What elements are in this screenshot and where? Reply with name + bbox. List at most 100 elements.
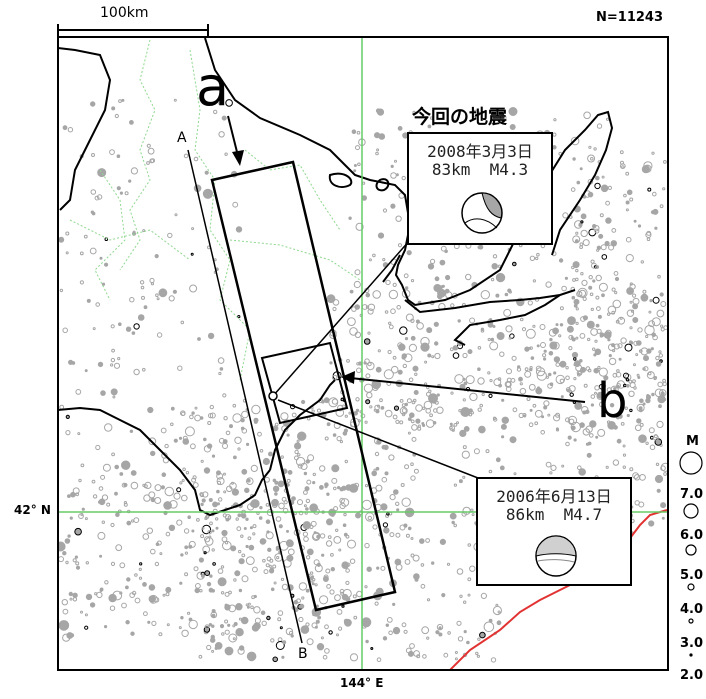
epicenter-dot [130, 631, 135, 636]
epicenter-dot [428, 393, 438, 404]
epicenter-dot [456, 568, 464, 575]
epicenter-dot [552, 327, 559, 335]
epicenter-dot [341, 604, 345, 608]
epicenter-dot [111, 452, 115, 457]
epicenter-dot [454, 374, 464, 384]
epicenter-dot [278, 524, 283, 529]
epicenter-dot [326, 492, 330, 496]
epicenter-dot [392, 355, 397, 360]
epicenter-dot [583, 383, 588, 388]
epicenter-dot [534, 409, 543, 418]
epicenter-dot [629, 300, 633, 304]
epicenter-dot [453, 483, 457, 487]
epicenter-dot [277, 617, 282, 622]
epicenter-dot [605, 217, 612, 224]
epicenter-dot [454, 651, 458, 654]
epicenter-dot [327, 535, 332, 539]
epicenter-dot [300, 625, 310, 634]
epicenter-dot [564, 276, 569, 280]
epicenter-dot [194, 406, 198, 410]
epicenter-dot [480, 592, 487, 600]
epicenter-dot [407, 417, 412, 422]
epicenter-dot [656, 309, 665, 318]
epicenter-dot [83, 234, 88, 239]
epicenter-dot [347, 539, 356, 549]
epicenter-dot [642, 402, 646, 406]
section-endpoint-b: B [298, 646, 308, 662]
epicenter-dot [558, 258, 564, 263]
epicenter-dot [356, 130, 361, 135]
epicenter-dot [617, 316, 626, 325]
epicenter-dot [237, 315, 241, 319]
epicenter-dot [407, 431, 411, 435]
epicenter-dot [369, 405, 373, 409]
epicenter-dot [601, 293, 605, 298]
epicenter-dot [238, 558, 245, 565]
epicenter-dot [341, 485, 347, 491]
epicenter-dot [176, 519, 183, 526]
epicenter-dot [599, 401, 605, 408]
epicenter-dot [543, 349, 547, 353]
epicenter-dot [461, 450, 470, 459]
epicenter-dot [339, 588, 345, 594]
epicenter-dot [214, 646, 218, 651]
epicenter-dot [569, 392, 574, 397]
epicenter-dot [300, 462, 308, 470]
region-a-label: a [196, 55, 230, 118]
epicenter-dot [165, 531, 171, 537]
epicenter-dot [649, 299, 653, 303]
epicenter-dot [566, 325, 574, 333]
epicenter-dot [285, 539, 294, 547]
epicenter-dot [420, 342, 430, 352]
epicenter-dot [156, 297, 160, 301]
epicenter-dot [322, 654, 328, 660]
epicenter-dot [382, 258, 386, 262]
epicenter-dot [329, 589, 335, 595]
epicenter-dot [211, 548, 215, 552]
epicenter-dot [504, 380, 512, 388]
epicenter-dot [597, 314, 602, 319]
epicenter-dot [488, 618, 493, 623]
epicenter-dot [97, 531, 106, 540]
epicenter-dot [335, 528, 339, 532]
epicenter-dot [487, 337, 491, 342]
epicenter-dot [129, 297, 135, 303]
epicenter-dot [101, 494, 109, 501]
epicenter-dot [549, 341, 558, 350]
epicenter-dot [176, 487, 182, 493]
epicenter-dot [489, 341, 499, 351]
epicenter-dot [248, 544, 255, 551]
epicenter-dot [304, 486, 310, 492]
epicenter-dot [607, 338, 611, 342]
epicenter-dot [368, 258, 372, 262]
epicenter-dot [568, 385, 576, 393]
epicenter-dot [80, 463, 85, 468]
epicenter-dot [614, 276, 620, 282]
epicenter-dot [245, 603, 249, 607]
epicenter-dot [223, 416, 228, 421]
epicenter-dot [177, 365, 183, 371]
epicenter-dot [401, 403, 406, 408]
epicenter-dot [223, 472, 226, 476]
epicenter-dot [632, 472, 639, 480]
epicenter-dot [511, 355, 517, 361]
epicenter-dot [575, 321, 579, 325]
epicenter-dot [396, 305, 402, 310]
epicenter-dot [660, 462, 667, 472]
epicenter-dot [542, 353, 547, 358]
epicenter-dot [131, 331, 136, 335]
epicenter-dot [178, 626, 182, 630]
epicenter-dot [215, 517, 219, 521]
epicenter-dot [189, 284, 198, 293]
epicenter-dot [200, 459, 204, 463]
epicenter-dot [339, 440, 343, 444]
epicenter-dot [397, 243, 403, 248]
epicenter-dot [663, 398, 667, 402]
epicenter-dot [211, 529, 215, 533]
epicenter-dot [453, 423, 458, 427]
epicenter-dot [579, 422, 585, 428]
epicenter-dot [593, 353, 597, 357]
epicenter-dot [545, 281, 552, 288]
epicenter-dot [294, 449, 299, 455]
epicenter-dot [363, 383, 373, 393]
